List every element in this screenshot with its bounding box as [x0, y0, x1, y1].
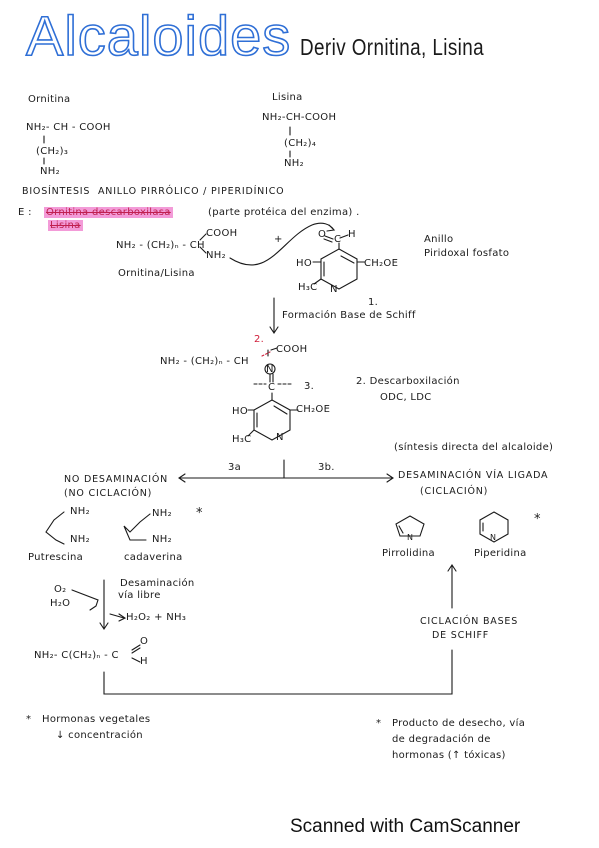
aldehyde-formula: NH₂- C(CH₂)ₙ - C	[34, 650, 119, 661]
schiff-cooh: COOH	[276, 344, 308, 355]
page-title: Alcaloides	[25, 4, 292, 67]
pirrolidina-n: N	[407, 533, 414, 542]
ciclacion-sub: (CICLACIÓN)	[420, 486, 489, 497]
schiff-n: N	[266, 364, 274, 375]
deam-products: H₂O₂ + NH₃	[126, 612, 187, 623]
attack-arrowhead	[326, 224, 336, 232]
no-ciclacion-sub: (NO CICLACIÓN)	[64, 488, 153, 499]
cadaverina-label: cadaverina	[124, 552, 183, 563]
substrate-nh2: NH₂	[206, 250, 226, 261]
enzyme-note: (parte protéica del enzima) .	[208, 207, 360, 218]
enzyme-prefix: E :	[18, 207, 32, 218]
plp-o: O	[318, 229, 327, 240]
schiff-ch2oe: CH₂OE	[296, 404, 331, 415]
schiff-ring	[253, 399, 291, 441]
desaminacion-ligada-title: DESAMINACIÓN VÍA LIGADA	[398, 470, 549, 481]
deam-o2: O₂	[54, 584, 67, 595]
anillo-label: Anillo	[424, 234, 454, 245]
cadaverina-nh2-top: NH₂	[152, 508, 172, 519]
lisina-formula-line2: (CH₂)₄	[284, 138, 317, 149]
ornitina-formula-line2: (CH₂)₃	[36, 146, 69, 157]
direct-synthesis-note: (síntesis directa del alcaloide)	[394, 442, 554, 453]
step2-enzymes: ODC, LDC	[380, 392, 432, 403]
note-right-line1: Producto de desecho, vía	[392, 718, 526, 729]
schiff-n-circle	[264, 363, 276, 375]
deam-label2: vía libre	[118, 590, 161, 601]
plp-n: N	[330, 284, 338, 295]
lisina-formula-line3: NH₂	[284, 158, 304, 169]
enzyme-lisina: Lisina	[48, 220, 83, 231]
piperidina-label: Piperidina	[474, 548, 527, 559]
ornitina-label: Ornitina	[28, 94, 71, 105]
substrate-bond-nh2	[199, 246, 207, 254]
aldehyde-h: H	[140, 656, 148, 667]
page-subtitle: Deriv Ornitina, Lisina	[300, 34, 485, 60]
piperidina-star: *	[534, 512, 541, 527]
no-desaminacion-title: NO DESAMINACIÓN	[64, 474, 169, 485]
putrescina-label: Putrescina	[28, 552, 84, 563]
schiff-chain: NH₂ - (CH₂)ₙ - CH	[160, 356, 249, 367]
note-left-bullet: *	[26, 714, 32, 725]
ornitina-formula-line1: NH₂- CH - COOH	[26, 122, 111, 133]
ornitina-formula-line3: NH₂	[40, 166, 60, 177]
step1-number: 1.	[368, 297, 379, 308]
piperidina-ring	[479, 511, 509, 543]
plus-sign: +	[274, 234, 283, 245]
footer-watermark: Scanned with CamScanner	[290, 816, 521, 837]
putrescina-nh2-bottom: NH₂	[70, 534, 90, 545]
biosintesis-label: BIOSÍNTESIS	[22, 186, 91, 197]
step2-label: 2. Descarboxilación	[356, 376, 460, 387]
plp-h: H	[348, 229, 356, 240]
schiff-h3c: H₃C	[232, 434, 252, 445]
schiff-ho: HO	[232, 406, 248, 417]
step2-marker: 2.	[254, 334, 265, 345]
note-right-line2: de degradación de	[392, 734, 491, 745]
plp-ring	[320, 248, 358, 290]
cadaverina-star: *	[196, 506, 203, 521]
putrescina-skeleton	[45, 511, 65, 545]
note-right-bullet: *	[376, 718, 382, 729]
schiff-ring-n: N	[276, 432, 284, 443]
step3-marker: 3.	[304, 381, 315, 392]
substrate-name: Ornitina/Lisina	[118, 268, 195, 279]
substrate-bond-cooh	[199, 233, 207, 241]
piperidina-n: N	[490, 533, 497, 542]
deam-h2o: H₂O	[50, 598, 71, 609]
aldehyde-o: O	[140, 636, 149, 647]
lisina-label: Lisina	[272, 92, 303, 103]
cadaverina-skeleton	[123, 513, 151, 541]
schiff-c: C	[268, 382, 276, 393]
substrate-chain: NH₂ - (CH₂)ₙ - CH	[116, 240, 205, 251]
plp-h3c: H₃C	[298, 282, 318, 293]
ciclacion-line1: CICLACIÓN BASES	[420, 616, 519, 627]
rings-label: ANILLO PIRRÓLICO / PIPERIDÍNICO	[98, 186, 285, 197]
connector-line	[103, 649, 453, 695]
note-right-line3: hormonas (↑ tóxicas)	[392, 750, 506, 761]
cadaverina-nh2-bottom: NH₂	[152, 534, 172, 545]
deam-label1: Desaminación	[120, 578, 195, 589]
ciclacion-line2: DE SCHIFF	[432, 630, 490, 641]
putrescina-nh2-top: NH₂	[70, 506, 90, 517]
plp-ho: HO	[296, 258, 312, 269]
plp-c: C	[334, 234, 342, 245]
lisina-formula-line1: NH₂-CH-COOH	[262, 112, 337, 123]
enzyme-ornitina-descarboxilasa: Ornitina descarboxilasa	[44, 207, 173, 218]
nucleophilic-attack-arrow	[229, 222, 335, 266]
plp-ch2oe: CH₂OE	[364, 258, 399, 269]
note-left-line1: Hormonas vegetales	[42, 714, 151, 725]
substrate-cooh: COOH	[206, 228, 238, 239]
step1-label: Formación Base de Schiff	[282, 310, 416, 321]
plp-name: Piridoxal fosfato	[424, 248, 510, 259]
pirrolidina-label: Pirrolidina	[382, 548, 435, 559]
branch-3a: 3a	[228, 462, 242, 473]
pirrolidina-ring	[395, 515, 425, 537]
branch-3b: 3b.	[318, 462, 335, 473]
note-left-line2: ↓ concentración	[56, 730, 143, 741]
